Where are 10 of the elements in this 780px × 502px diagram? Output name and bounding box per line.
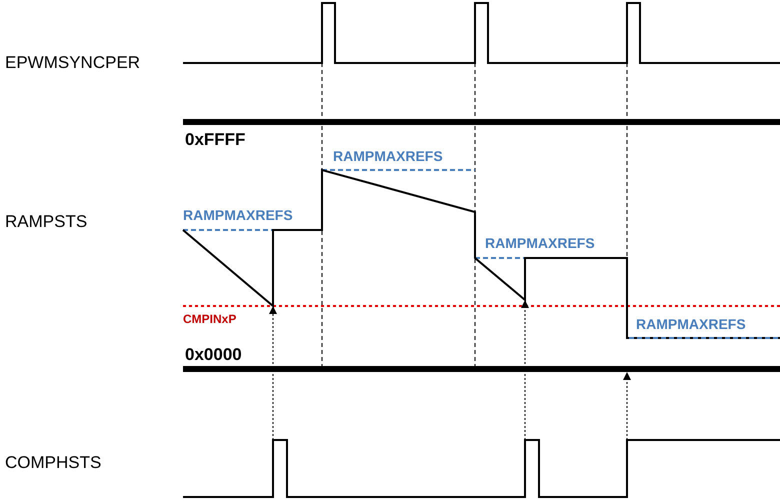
value-label: 0x0000 — [185, 346, 242, 363]
signal-name: COMPHSTS — [5, 454, 102, 471]
threshold-label: CMPINxP — [183, 313, 236, 325]
reference-label: RAMPMAXREFS — [485, 236, 595, 250]
signal-name: RAMPSTS — [5, 213, 88, 230]
signal-name: EPWMSYNCPER — [5, 54, 140, 71]
reference-label: RAMPMAXREFS — [183, 208, 293, 222]
value-label: 0xFFFF — [185, 131, 246, 148]
reference-label: RAMPMAXREFS — [636, 317, 746, 331]
reference-label: RAMPMAXREFS — [333, 149, 443, 163]
